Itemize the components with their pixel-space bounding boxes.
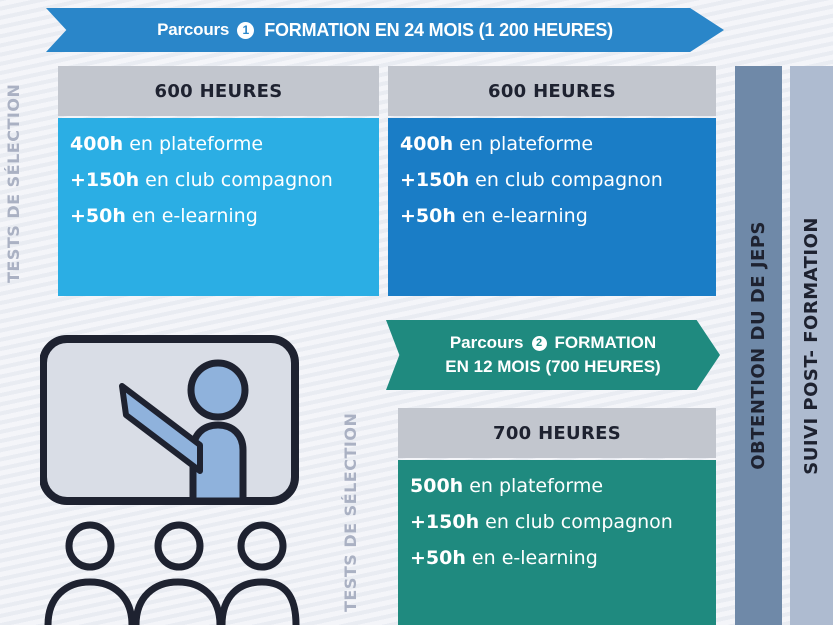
parcours-2-title-line1: FORMATION [554,333,657,352]
parcours-1-col2-box: 400h en plateforme +150h en club compagn… [388,118,716,296]
parcours-1-col1-header: 600 HEURES [58,66,379,116]
col1-line-3: +50h en e-learning [70,205,258,227]
col2-line-1: 400h en plateforme [400,133,594,155]
obtention-sidebar: OBTENTION DU DE JEPS [735,66,782,625]
parcours-1-banner: Parcours 1 FORMATION EN 24 MOIS (1 200 H… [46,8,724,52]
parcours-2-prefix: Parcours [449,333,524,352]
suivi-sidebar: SUIVI POST- FORMATION [790,66,833,625]
tests-selection-label-2: TESTS DE SÉLECTION [341,412,360,613]
p2-line-2: +150h en club compagnon [410,511,673,533]
parcours-2-banner: Parcours 2 FORMATION EN 12 MOIS (700 HEU… [386,320,720,390]
tests-selection-label-1: TESTS DE SÉLECTION [4,83,23,283]
parcours-2-header: 700 HEURES [398,408,716,458]
col2-line-3: +50h en e-learning [400,205,588,227]
col1-line-2: +150h en club compagnon [70,169,333,191]
parcours-1-col1-box: 400h en plateforme +150h en club compagn… [58,118,379,296]
parcours-2-number-badge: 2 [531,335,547,351]
col1-line-1: 400h en plateforme [70,133,264,155]
p2-line-1: 500h en plateforme [410,475,604,497]
parcours-2-title-line2: EN 12 MOIS (700 HEURES) [445,357,661,376]
obtention-label: OBTENTION DU DE JEPS [748,221,769,470]
classroom-presentation-icon [40,335,300,625]
p2-line-3: +50h en e-learning [410,547,598,569]
col2-line-2: +150h en club compagnon [400,169,663,191]
parcours-1-prefix: Parcours [157,20,230,39]
parcours-2-box: 500h en plateforme +150h en club compagn… [398,460,716,625]
suivi-label: SUIVI POST- FORMATION [801,216,822,475]
parcours-1-title: FORMATION EN 24 MOIS (1 200 HEURES) [264,19,613,40]
parcours-1-number-badge: 1 [237,21,255,39]
parcours-1-col2-header: 600 HEURES [388,66,716,116]
